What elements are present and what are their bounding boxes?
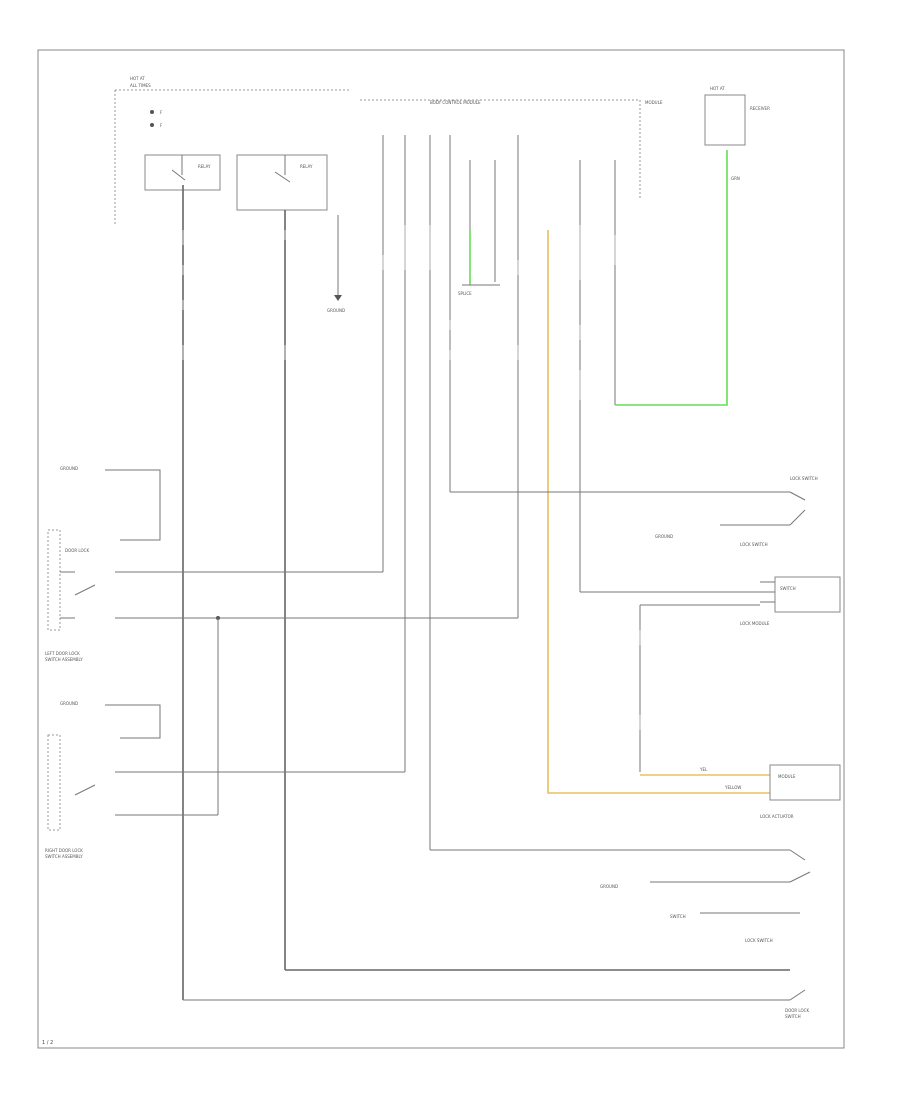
left-door-lock-actuator: GROUND DOOR LOCK LEFT DOOR LOCK SWITCH A… bbox=[45, 466, 518, 815]
svg-text:GROUND: GROUND bbox=[600, 884, 618, 889]
svg-text:F: F bbox=[160, 123, 163, 128]
svg-text:SWITCH: SWITCH bbox=[670, 914, 686, 919]
right-door-lock-actuator: GROUND RIGHT DOOR LOCK SWITCH ASSEMBLY bbox=[45, 701, 405, 859]
body-control-module: BODY CONTROL MODULE MODULE bbox=[360, 99, 663, 200]
svg-text:F: F bbox=[160, 110, 163, 115]
svg-text:GROUND: GROUND bbox=[655, 534, 673, 539]
lock-module-lower: MODULE LOCK ACTUATOR bbox=[760, 764, 841, 819]
yellow-wire-label: YEL bbox=[699, 767, 708, 772]
svg-text:GROUND: GROUND bbox=[60, 466, 78, 471]
svg-text:RELAY: RELAY bbox=[300, 164, 313, 169]
bottom-switches: GROUND SWITCH LOCK SWITCH DOOR LOCK SWIT… bbox=[183, 849, 811, 1019]
svg-text:SWITCH ASSEMBLY: SWITCH ASSEMBLY bbox=[45, 657, 83, 662]
ground-symbol: GROUND bbox=[327, 295, 345, 313]
svg-text:BODY CONTROL MODULE: BODY CONTROL MODULE bbox=[430, 100, 481, 105]
yellow-wire: YEL YELLOW bbox=[547, 230, 770, 794]
svg-text:SWITCH: SWITCH bbox=[780, 586, 796, 591]
svg-text:LOCK SWITCH: LOCK SWITCH bbox=[740, 542, 768, 547]
relay-1: RELAY bbox=[144, 154, 221, 191]
svg-text:GROUND: GROUND bbox=[327, 308, 345, 313]
svg-text:DOOR LOCK: DOOR LOCK bbox=[65, 548, 89, 553]
svg-text:RECEIVER: RECEIVER bbox=[750, 106, 770, 111]
svg-text:SWITCH ASSEMBLY: SWITCH ASSEMBLY bbox=[45, 854, 83, 859]
vertical-wires bbox=[182, 135, 616, 1000]
diagram-frame bbox=[37, 49, 845, 1049]
svg-text:MODULE: MODULE bbox=[645, 100, 663, 105]
fuse-relay-block: HOT AT ALL TIMES F F bbox=[114, 76, 350, 225]
page-mark: 1 / 2 bbox=[42, 1040, 53, 1046]
relay-2: RELAY bbox=[236, 154, 328, 211]
green-wire: GRN bbox=[469, 150, 740, 406]
svg-text:LOCK SWITCH: LOCK SWITCH bbox=[790, 476, 818, 481]
remote-receiver-module: RECEIVER HOT AT bbox=[704, 86, 770, 146]
green-wire-label: GRN bbox=[731, 176, 740, 181]
splice-block: SPLICE bbox=[458, 284, 500, 296]
svg-text:HOT AT: HOT AT bbox=[710, 86, 725, 91]
svg-text:LEFT DOOR LOCK: LEFT DOOR LOCK bbox=[45, 651, 80, 656]
svg-text:ALL TIMES: ALL TIMES bbox=[130, 83, 151, 88]
svg-text:LOCK MODULE: LOCK MODULE bbox=[740, 621, 770, 626]
svg-text:MODULE: MODULE bbox=[778, 774, 796, 779]
svg-text:DOOR LOCK: DOOR LOCK bbox=[785, 1008, 809, 1013]
svg-text:LOCK ACTUATOR: LOCK ACTUATOR bbox=[760, 814, 794, 819]
door-lock-switch-right: LOCK SWITCH GROUND LOCK SWITCH bbox=[450, 476, 818, 547]
svg-text:HOT AT: HOT AT bbox=[130, 76, 145, 81]
svg-text:LOCK SWITCH: LOCK SWITCH bbox=[745, 938, 773, 943]
svg-text:GROUND: GROUND bbox=[60, 701, 78, 706]
svg-text:RIGHT DOOR LOCK: RIGHT DOOR LOCK bbox=[45, 848, 83, 853]
svg-text:SPLICE: SPLICE bbox=[458, 291, 472, 296]
svg-text:RELAY: RELAY bbox=[198, 164, 211, 169]
lock-module-right: SWITCH LOCK MODULE bbox=[580, 576, 841, 772]
svg-text:YELLOW: YELLOW bbox=[724, 785, 741, 790]
connector-marks bbox=[182, 225, 616, 400]
svg-text:SWITCH: SWITCH bbox=[785, 1014, 801, 1019]
